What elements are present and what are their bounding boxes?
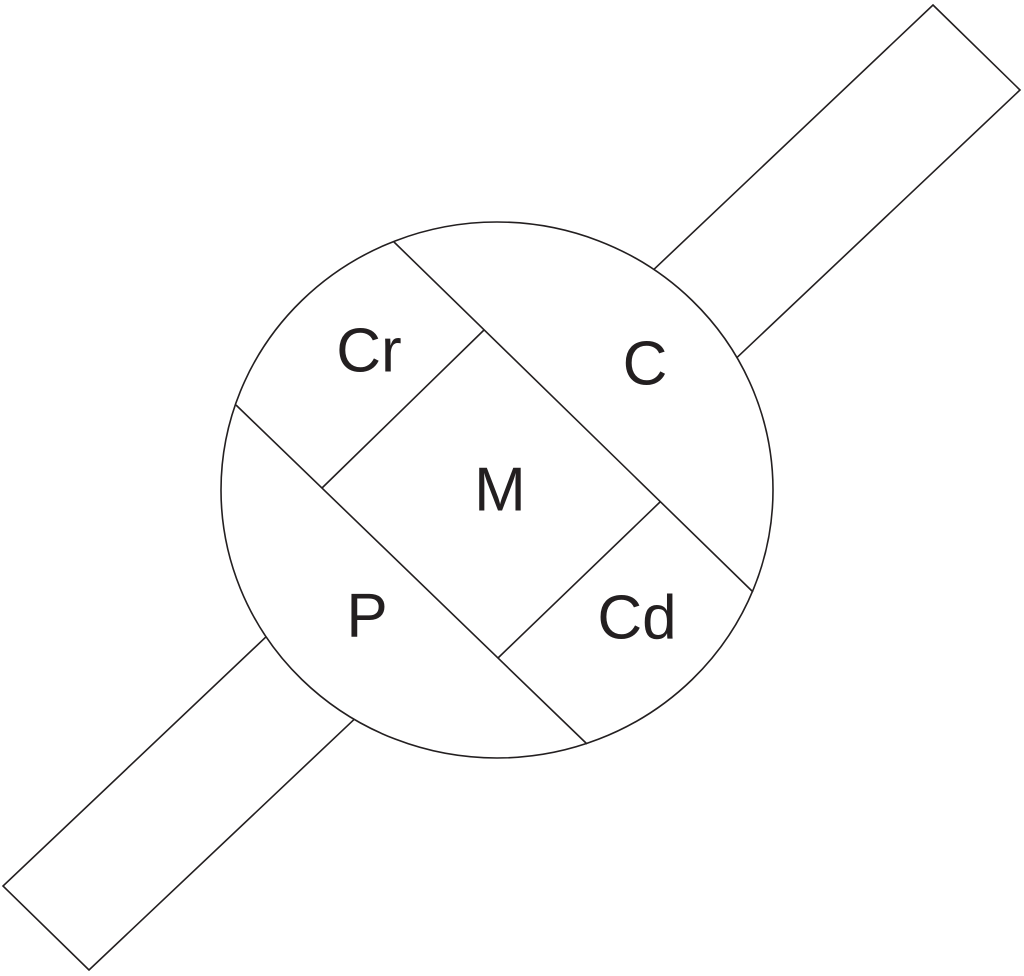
region-label-lower-right: Cd <box>597 583 676 652</box>
region-label-center: M <box>474 455 526 524</box>
upper-divider-line <box>393 241 754 593</box>
lower-divider-line <box>235 404 588 745</box>
lower-cross-line <box>497 501 661 659</box>
region-label-upper-right: C <box>623 329 668 398</box>
upper-cross-line <box>321 329 485 489</box>
round-disc <box>220 221 774 759</box>
region-label-upper-left: Cr <box>336 316 401 385</box>
region-label-lower-left: P <box>346 581 387 650</box>
